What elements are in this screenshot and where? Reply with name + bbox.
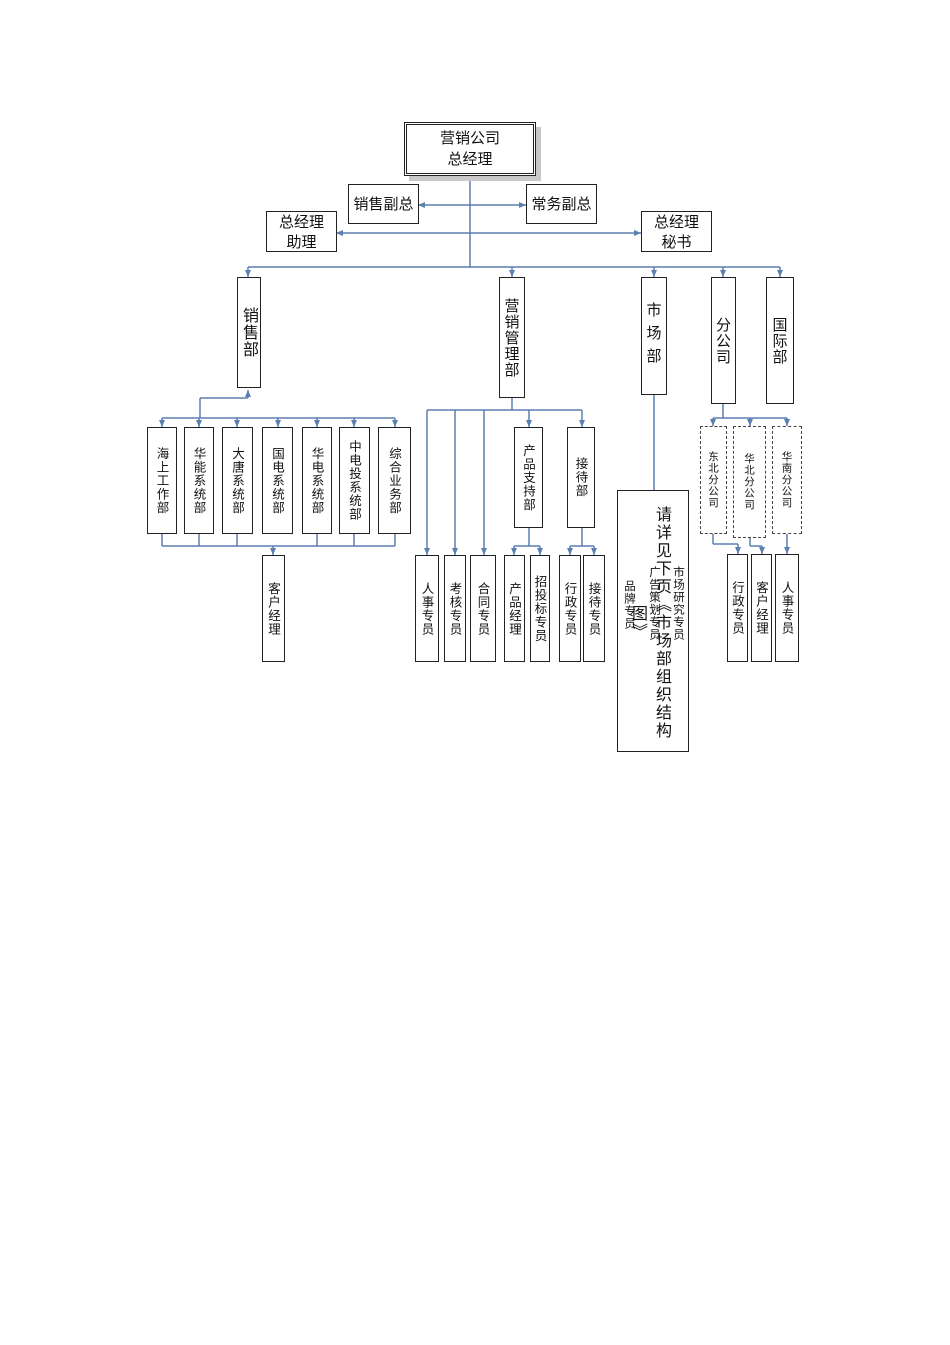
sales-unit-box: 华电系统部 [302, 427, 332, 534]
reception-specialist-box: 接待专员 [583, 555, 605, 662]
product-support-dept-box: 产品支持部 [514, 427, 543, 528]
sales-unit-box: 华能系统部 [184, 427, 214, 534]
market-research-specialist-label: 市场研究专员 [672, 566, 686, 641]
international-dept-box: 国际部 [766, 277, 794, 404]
admin-specialist-box: 行政专员 [559, 555, 581, 662]
branch-box: 华南分公司 [772, 426, 802, 534]
sales-unit-box: 海上工作部 [147, 427, 177, 534]
general-manager-box: 营销公司 总经理 [404, 122, 536, 176]
marketing-mgmt-dept-box: 营销管理部 [499, 277, 525, 398]
branch-hr-specialist-box: 人事专员 [775, 554, 799, 662]
sales-unit-box: 大唐系统部 [222, 427, 253, 534]
market-dept-box: 市场部 [641, 277, 667, 395]
assistant-box: 总经理 助理 [266, 211, 337, 252]
brand-specialist-label: 品牌专员 [623, 580, 637, 630]
executive-vp-box: 常务副总 [526, 184, 597, 224]
market-note-box: 请详见下页《市场部组织结构图》 [617, 490, 689, 752]
account-manager-box: 客户经理 [262, 555, 285, 662]
secretary-box: 总经理 秘书 [641, 211, 712, 252]
bidding-specialist-box: 招投标专员 [530, 555, 550, 662]
market-note-main-text: 请详见下页《市场部组织结构图》 [629, 506, 672, 740]
sales-unit-box: 综合业务部 [378, 427, 411, 534]
reception-dept-box: 接待部 [567, 427, 595, 528]
branch-box: 华北分公司 [733, 426, 766, 538]
product-manager-box: 产品经理 [504, 555, 525, 662]
sales-unit-box: 中电投系统部 [339, 427, 370, 534]
sales-dept-box: 销售部 [237, 277, 261, 388]
sales-unit-box: 国电系统部 [262, 427, 293, 534]
branch-account-manager-box: 客户经理 [751, 554, 772, 662]
contract-specialist-box: 合同专员 [470, 555, 496, 662]
sales-vp-box: 销售副总 [348, 184, 419, 224]
branch-admin-specialist-box: 行政专员 [727, 554, 748, 662]
hr-specialist-box: 人事专员 [415, 555, 439, 662]
ad-planning-specialist-label: 广告策划专员 [648, 566, 662, 641]
branch-company-box: 分公司 [711, 277, 736, 404]
assessment-specialist-box: 考核专员 [444, 555, 466, 662]
branch-box: 东北分公司 [700, 426, 727, 534]
